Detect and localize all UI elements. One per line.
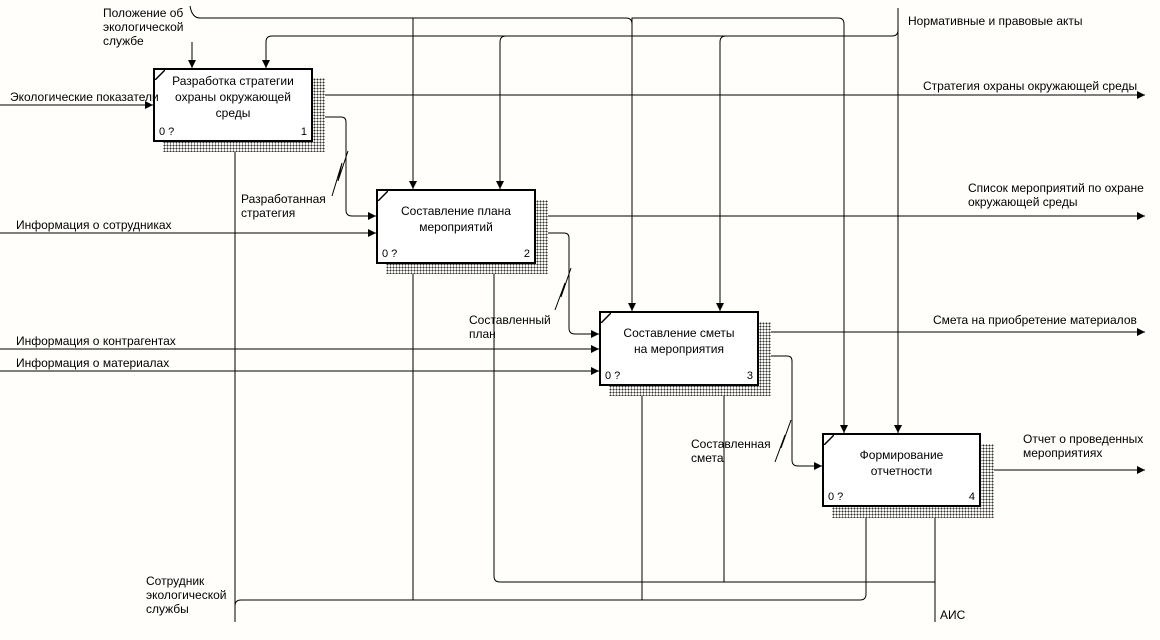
activity-box-1[interactable]: Разработка стратегии охраны окружающей с… xyxy=(153,68,313,142)
activity-cost: 0 ? xyxy=(159,126,175,138)
label-developed-strategy: Разработанная стратегия xyxy=(241,192,326,220)
arrow-compiled-estimate xyxy=(759,355,822,470)
mechanism-ais-bus xyxy=(490,264,935,583)
label-ais: АИС xyxy=(940,608,966,622)
arrow-compiled-plan xyxy=(536,232,599,338)
label-report-output: Отчет о проведенных мероприятиях xyxy=(1023,432,1144,460)
box-corner-mark xyxy=(378,191,388,201)
activity-title: Составление сметы на мероприятия xyxy=(623,326,735,356)
label-staff-info: Информация о сотрудниках xyxy=(16,218,172,232)
label-material-info: Информация о материалах xyxy=(16,356,170,370)
activity-box-4[interactable]: Формирование отчетности 0 ? 4 xyxy=(822,433,981,507)
mechanism-employee-bus xyxy=(234,507,870,607)
label-compiled-plan: Составленный план xyxy=(469,313,551,341)
activity-title: Составление плана мероприятий xyxy=(401,204,511,234)
box-corner-mark xyxy=(155,70,165,80)
activity-cost: 0 ? xyxy=(382,248,398,260)
label-contractor-info: Информация о контрагентах xyxy=(16,334,176,348)
control-legal-acts-bus xyxy=(262,8,899,68)
control-legal-acts-b xyxy=(500,35,506,189)
activity-number: 2 xyxy=(523,248,530,260)
label-legal-acts: Нормативные и правовые акты xyxy=(908,14,1083,28)
activity-cost: 0 ? xyxy=(605,370,621,382)
squiggle-compiled-plan xyxy=(554,267,572,311)
label-eco-regulation: Положение об экологической службе xyxy=(103,6,184,48)
label-strategy-output: Стратегия охраны окружающей среды xyxy=(923,79,1138,93)
activity-title: Формирование отчетности xyxy=(859,448,944,478)
label-eco-employee: Сотрудник экологической службы xyxy=(146,574,227,616)
squiggle-compiled-estimate xyxy=(774,419,792,463)
label-measures-list-output: Список мероприятий по охране окружающей … xyxy=(968,181,1144,209)
activity-box-2[interactable]: Составление плана мероприятий 0 ? 2 xyxy=(376,189,536,264)
box-corner-mark xyxy=(824,435,834,445)
activity-number: 4 xyxy=(968,491,975,503)
label-compiled-estimate: Составленная смета xyxy=(691,437,771,465)
control-legal-acts-c xyxy=(720,35,726,311)
label-eco-indicators: Экологические показатели xyxy=(10,90,159,104)
squiggle-developed-strategy xyxy=(331,150,349,197)
control-eco-regulation-bus-c xyxy=(631,17,848,433)
activity-number: 1 xyxy=(300,126,307,138)
activity-number: 3 xyxy=(746,370,753,382)
box-corner-mark xyxy=(601,313,611,323)
arrow-developed-strategy xyxy=(313,116,376,220)
activity-cost: 0 ? xyxy=(828,491,844,503)
activity-box-3[interactable]: Составление сметы на мероприятия 0 ? 3 xyxy=(599,311,759,386)
label-materials-estimate-output: Смета на приобретение материалов xyxy=(933,313,1137,327)
activity-title: Разработка стратегии охраны окружающей с… xyxy=(172,74,294,120)
